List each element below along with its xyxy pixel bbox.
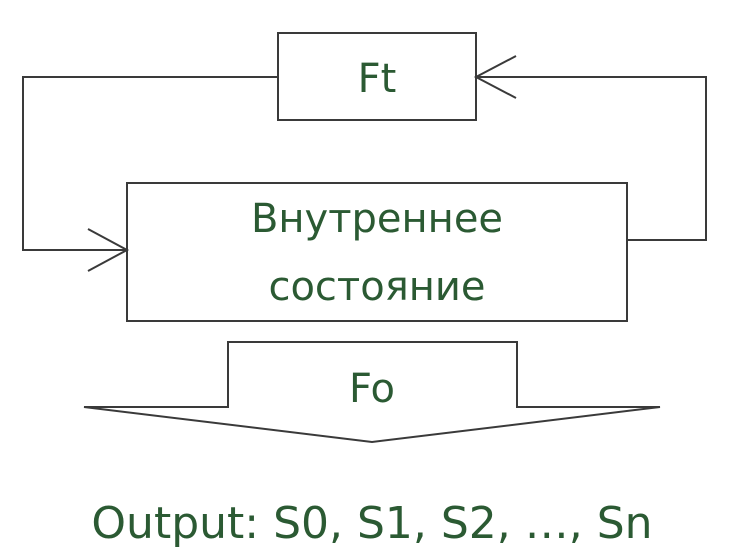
output-sequence-text: Output: S0, S1, S2, …, Sn [91,498,652,549]
internal-state-label-line1: Внутреннее [251,196,503,242]
feedback-wire-left [22,76,278,251]
arrowhead-into-state [87,228,130,272]
feedback-wire-right [476,76,707,241]
output-function-arrow [83,341,661,444]
internal-state-label-line2: состояние [268,264,485,310]
output-function-label: Fo [349,366,395,412]
transition-function-label: Ft [358,56,397,102]
transition-function-box [277,32,477,121]
internal-state-box [126,182,628,322]
arrowhead-into-transition [473,55,517,99]
